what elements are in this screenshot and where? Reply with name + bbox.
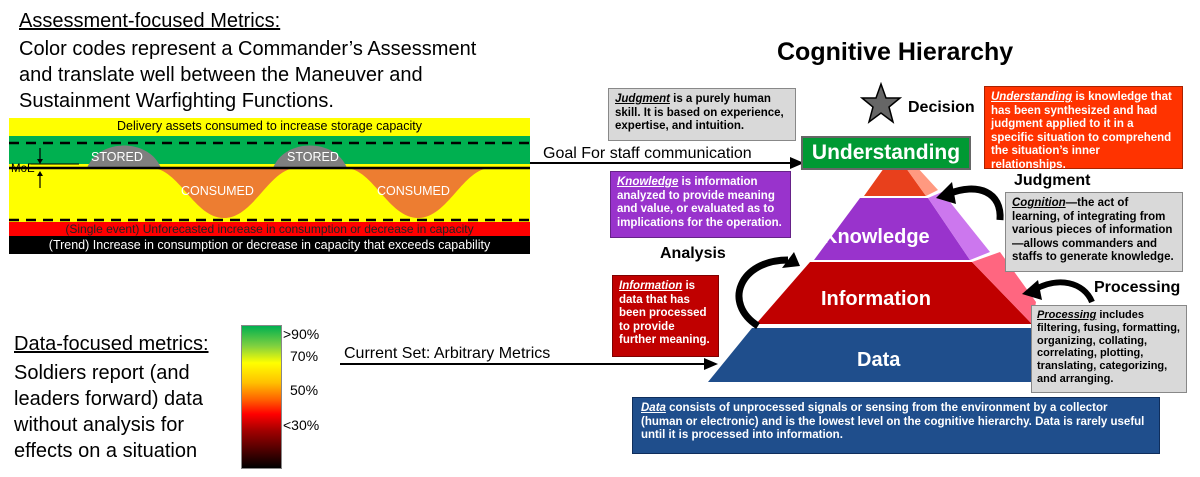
pyramid-information-side [972, 252, 1036, 324]
stored-label-1: STORED [91, 150, 143, 164]
analysis-arrow-icon [735, 252, 800, 329]
pyramid-data [708, 328, 1032, 382]
information-box-text: is data that has been processed to provi… [619, 280, 710, 346]
legend-label-90: >90% [283, 326, 320, 342]
consumed-label-1: CONSUMED [181, 184, 254, 198]
cognition-box-term: Cognition [1012, 197, 1066, 209]
judgment-box-term: Judgment [615, 93, 670, 105]
trend-label: (Trend) Increase in consumption or decre… [48, 238, 491, 252]
processing-box-text: includes filtering, fusing, formatting, … [1037, 309, 1180, 385]
consumed-label-2: CONSUMED [377, 184, 450, 198]
black-band [9, 236, 530, 254]
decision-label: Decision [908, 99, 975, 116]
data-box-text: consists of unprocessed signals or sensi… [641, 402, 1145, 441]
pyramid-knowledge [814, 198, 970, 260]
analysis-label: Analysis [660, 245, 726, 262]
consumed-shape-1 [151, 168, 297, 218]
data-focused-line-4: effects on a situation [14, 440, 198, 462]
single-event-label: (Single event) Unforecasted increase in … [65, 222, 474, 236]
assessment-heading: Assessment-focused Metrics: [19, 10, 281, 32]
band-chart-graphic [9, 118, 530, 254]
legend-label-50: 50% [290, 382, 319, 398]
knowledge-box-term: Knowledge [617, 176, 679, 188]
information-box-term: Information [619, 280, 683, 292]
stored-shape-2 [273, 145, 347, 168]
top-yellow-band [9, 118, 530, 136]
current-arrow [340, 358, 718, 370]
data-focused-heading: Data-focused metrics: [14, 333, 209, 355]
current-arrow-label: Current Set: Arbitrary Metrics [344, 345, 551, 362]
band-chart: Delivery assets consumed to increase sto… [9, 118, 530, 254]
understanding-label: Understanding [801, 136, 971, 170]
knowledge-box: Knowledge is information analyzed to pro… [610, 171, 791, 238]
data-focused-line-2: leaders forward) data [14, 388, 203, 410]
processing-box: Processing includes filtering, fusing, f… [1031, 305, 1187, 393]
assessment-line-1: Color codes represent a Commander’s Asse… [19, 38, 477, 60]
goal-arrow [530, 157, 804, 169]
green-band [9, 136, 530, 164]
judgment-arrow-icon [936, 182, 1004, 221]
understanding-box-text: is knowledge that has been synthesized a… [991, 91, 1172, 171]
processing-arrow-icon [1022, 279, 1095, 304]
judgment-label: Judgment [1014, 172, 1091, 189]
cognition-box: Cognition—the act of learning, of integr… [1005, 192, 1183, 272]
understanding-box: Understanding is knowledge that has been… [984, 86, 1183, 171]
knowledge-label: Knowledge [823, 226, 930, 248]
pyramid-information [756, 262, 1032, 324]
pyramid [708, 166, 1036, 382]
stored-shape-1 [87, 145, 161, 168]
legend-label-30: <30% [283, 417, 320, 433]
processing-box-term: Processing [1037, 309, 1097, 321]
goal-arrow-label: Goal For staff communication [543, 145, 752, 162]
understanding-box-term: Understanding [991, 91, 1073, 103]
assessment-line-3: Sustainment Warfighting Functions. [19, 90, 334, 112]
judgment-box: Judgment is a purely human skill. It is … [608, 88, 796, 141]
stored-label-2: STORED [287, 150, 339, 164]
processing-label: Processing [1094, 279, 1181, 296]
red-band [9, 222, 530, 236]
band-top-label: Delivery assets consumed to increase sto… [116, 119, 422, 133]
pyramid-understanding-side [906, 166, 938, 196]
decision-star-icon [860, 82, 902, 124]
knowledge-box-text: is information analyzed to provide meani… [617, 176, 782, 229]
hierarchy-title: Cognitive Hierarchy [777, 38, 1014, 66]
pyramid-understanding [864, 168, 926, 196]
gradient-legend [241, 325, 282, 469]
data-focused-line-3: without analysis for [14, 414, 185, 436]
information-label: Information [821, 288, 931, 310]
consumed-shape-2 [345, 168, 491, 218]
data-box: Data consists of unprocessed signals or … [632, 397, 1160, 454]
information-box: Information is data that has been proces… [612, 275, 719, 357]
data-focused-line-1: Soldiers report (and [14, 362, 190, 384]
judgment-box-text: is a purely human skill. It is based on … [615, 93, 784, 132]
assessment-line-2: and translate well between the Maneuver … [19, 64, 423, 86]
moe-label: MoE [11, 163, 35, 175]
cognition-box-text: —the act of learning, of integrating fro… [1012, 197, 1174, 263]
data-box-term: Data [641, 402, 666, 414]
pyramid-knowledge-side [928, 192, 990, 260]
data-label: Data [857, 349, 901, 371]
legend-label-70: 70% [290, 348, 319, 364]
